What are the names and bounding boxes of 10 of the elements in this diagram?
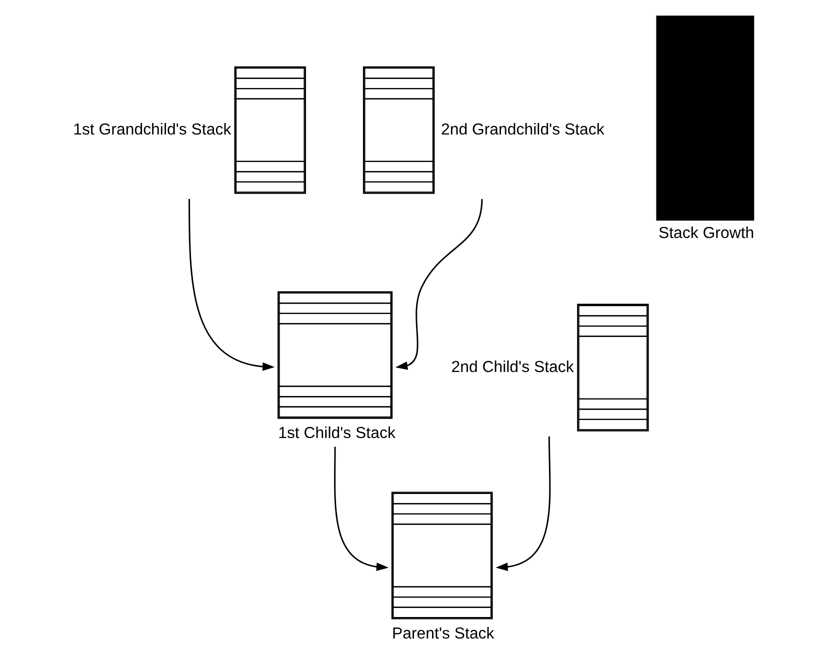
- arrow: [394, 198, 482, 370]
- node-label: 1st Child's Stack: [278, 424, 395, 442]
- node-label: 1st Grandchild's Stack: [72, 121, 231, 138]
- label: Stack Growth: [658, 224, 754, 242]
- node-label: 2nd Child's Stack: [450, 358, 574, 376]
- node-label: Parent's Stack: [392, 625, 494, 642]
- arrow: [188, 199, 274, 371]
- arrow: [334, 446, 388, 572]
- arrow: [495, 436, 550, 572]
- node-label: 2nd Grandchild's Stack: [440, 121, 604, 138]
